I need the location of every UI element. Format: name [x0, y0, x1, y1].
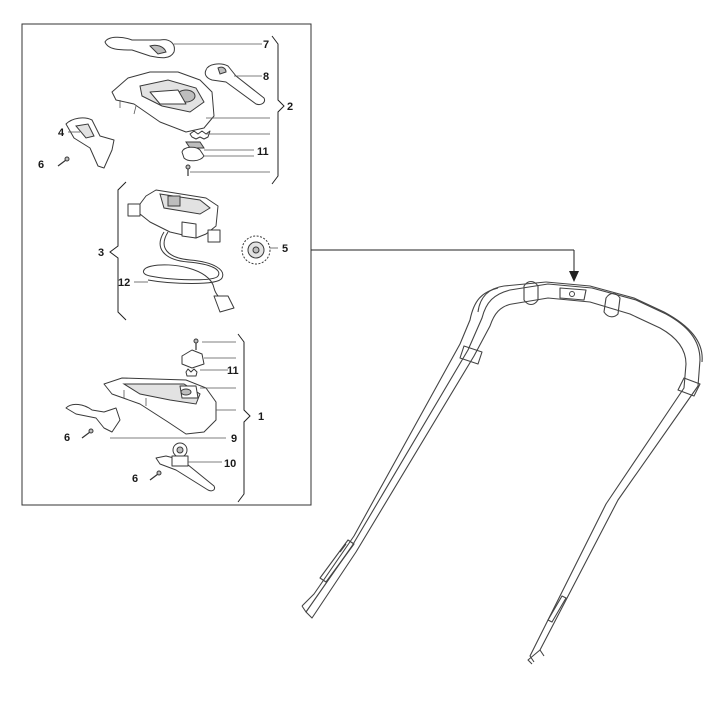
callout-2: 2: [287, 101, 293, 113]
lower-housing-group: [65, 333, 251, 503]
lever-part: [204, 63, 265, 105]
cable-loop-part: [143, 231, 227, 303]
lever-cap-part: [104, 36, 175, 59]
callout-1: 1: [258, 411, 264, 423]
spring-part: [189, 130, 211, 140]
handle-bar-outer: [301, 283, 701, 657]
callout-12: 12: [118, 277, 130, 289]
callout-8: 8: [263, 71, 269, 83]
handle-joint-right: [603, 292, 621, 318]
handle-joint-left-side: [459, 345, 483, 365]
callout-9: 9: [231, 433, 237, 445]
callout-11-top: 11: [257, 146, 269, 158]
callout-6-mid: 6: [64, 432, 70, 444]
brace-2: [271, 35, 285, 185]
callout-11-bottom: 11: [227, 365, 239, 377]
detail-frame: [21, 23, 312, 506]
clip-part: [181, 146, 205, 162]
brace-3: [109, 181, 127, 321]
handle-joint-right-side: [677, 377, 701, 397]
small-block-part: [181, 349, 205, 369]
pointer-arrow-icon: [569, 271, 579, 282]
callout-10: 10: [224, 458, 236, 470]
lever-link-part: [155, 455, 215, 492]
callout-6-bottom: 6: [132, 473, 138, 485]
callout-5: 5: [282, 243, 288, 255]
callout-7: 7: [263, 39, 269, 51]
upper-control-housing-group: [57, 35, 285, 185]
handle-bar-inner: [305, 297, 687, 663]
switch-box-group: [109, 181, 278, 321]
handle-joint-left: [523, 280, 539, 306]
callout-6-top: 6: [38, 159, 44, 171]
side-cover-part: [65, 117, 115, 169]
lower-cover-part: [65, 403, 121, 433]
callout-4: 4: [58, 127, 65, 139]
brace-1: [237, 333, 251, 503]
callout-3: 3: [98, 247, 104, 259]
handle-assembly: [301, 249, 703, 665]
